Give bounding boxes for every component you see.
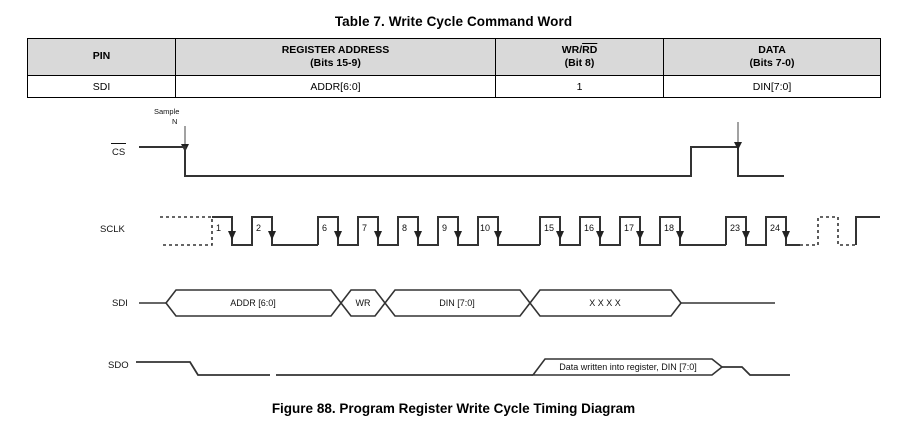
- cell-data-value: DIN[7:0]: [663, 75, 881, 98]
- sclk-number-8: 8: [402, 223, 407, 233]
- sclk-number-9: 9: [442, 223, 447, 233]
- sdo-lead-waveform: [136, 361, 270, 376]
- sclk-arrow-15: [556, 231, 564, 240]
- timing-diagram: Sample N CS SCLK 1 2 6 7 8 9 10 15 16 17…: [0, 100, 907, 400]
- sclk-number-18: 18: [664, 223, 674, 233]
- sclk-number-7: 7: [362, 223, 367, 233]
- header-cell-pin: PIN: [27, 38, 176, 76]
- sclk-leading-dotted: [160, 216, 213, 246]
- sclk-arrow-1: [228, 231, 236, 240]
- header-cell-register-address: REGISTER ADDRESS (Bits 15-9): [175, 38, 496, 76]
- header-cell-data: DATA (Bits 7-0): [663, 38, 881, 76]
- header-register-address-line2: (Bits 15-9): [310, 57, 361, 69]
- sclk-number-1: 1: [216, 223, 221, 233]
- sclk-number-2: 2: [256, 223, 261, 233]
- header-wr-plain: WR/: [561, 43, 583, 56]
- sdo-bus-data-label: Data written into register, DIN [7:0]: [559, 362, 697, 372]
- header-register-address-line1: REGISTER ADDRESS: [281, 43, 390, 56]
- header-wr-rd-line2: (Bit 8): [564, 57, 595, 69]
- sclk-number-16: 16: [584, 223, 594, 233]
- sclk-arrow-17: [636, 231, 644, 240]
- sdi-bus-wr-label: WR: [356, 298, 371, 308]
- sdi-bus-addr-label: ADDR [6:0]: [230, 298, 276, 308]
- cell-wr-rd-value: 1: [495, 75, 664, 98]
- sclk-arrow-23: [742, 231, 750, 240]
- signal-label-cs: CS: [112, 147, 125, 158]
- write-cycle-command-word-table: PIN REGISTER ADDRESS (Bits 15-9) WR/RD (…: [27, 38, 881, 98]
- sclk-pulse-group-1-2: [212, 216, 292, 246]
- cell-register-address-value: ADDR[6:0]: [175, 75, 496, 98]
- sclk-arrow-6: [334, 231, 342, 240]
- sdi-bus-din-label: DIN [7:0]: [439, 298, 475, 308]
- sclk-arrow-9: [454, 231, 462, 240]
- sclk-arrow-7: [374, 231, 382, 240]
- sdi-bus-xxxx-label: X X X X: [589, 298, 621, 308]
- table-header-row: PIN REGISTER ADDRESS (Bits 15-9) WR/RD (…: [27, 38, 881, 76]
- cs-waveform: [139, 146, 784, 177]
- sclk-arrow-10: [494, 231, 502, 240]
- sclk-number-6: 6: [322, 223, 327, 233]
- sample-label-line1: Sample: [154, 107, 179, 116]
- sclk-pulse-group-6-10: [317, 216, 518, 246]
- header-rd-overlined: RD: [582, 43, 598, 56]
- table-title: Table 7. Write Cycle Command Word: [334, 14, 573, 29]
- sclk-trailing-dotted: [800, 216, 856, 246]
- cs-end-arrow-head: [734, 142, 742, 150]
- sclk-number-23: 23: [730, 223, 740, 233]
- figure-caption: Figure 88. Program Register Write Cycle …: [271, 401, 636, 416]
- header-data-line2: (Bits 7-0): [749, 57, 795, 69]
- sclk-number-24: 24: [770, 223, 780, 233]
- sample-label-line2: N: [172, 117, 177, 126]
- signal-label-sclk: SCLK: [100, 224, 125, 235]
- signal-label-sdi: SDI: [112, 298, 128, 309]
- header-wr-rd-line1: WR/RD: [496, 44, 663, 57]
- table-row: SDI ADDR[6:0] 1 DIN[7:0]: [27, 75, 881, 98]
- cell-pin-value: SDI: [27, 75, 176, 98]
- signal-label-sdo: SDO: [108, 360, 129, 371]
- sclk-number-17: 17: [624, 223, 634, 233]
- sclk-arrow-24: [782, 231, 790, 240]
- header-pin-line1: PIN: [92, 50, 111, 63]
- sclk-arrow-16: [596, 231, 604, 240]
- sclk-arrow-2: [268, 231, 276, 240]
- sclk-trailing-rise: [855, 216, 880, 245]
- header-cell-wr-rd: WR/RD (Bit 8): [495, 38, 664, 76]
- sclk-arrow-18: [676, 231, 684, 240]
- sclk-number-15: 15: [544, 223, 554, 233]
- sclk-arrow-8: [414, 231, 422, 240]
- header-data-line1: DATA: [758, 43, 786, 56]
- sdo-trail-waveform: [722, 366, 790, 376]
- sclk-number-10: 10: [480, 223, 490, 233]
